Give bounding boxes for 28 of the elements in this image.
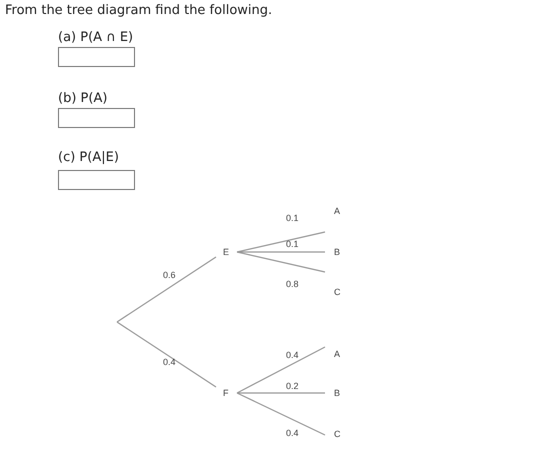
branch-line xyxy=(116,256,216,322)
probability-label: 0.4 xyxy=(163,357,176,367)
instruction-text: From the tree diagram find the following. xyxy=(5,3,272,18)
branch-label: A xyxy=(334,349,340,359)
branch-line xyxy=(237,392,325,394)
probability-label: 0.4 xyxy=(286,428,299,438)
branch-label: C xyxy=(334,287,340,297)
question-text: (a) P(A ∩ E) xyxy=(58,30,134,45)
branch-line xyxy=(237,251,325,253)
branch-label: B xyxy=(334,388,340,398)
probability-label: 0.1 xyxy=(286,239,299,249)
question-text: (b) P(A) xyxy=(58,91,108,106)
probability-label: 0.2 xyxy=(286,381,299,391)
branch-line xyxy=(236,392,326,436)
question-text: (c) P(A|E) xyxy=(58,150,119,165)
branch-line xyxy=(236,346,326,394)
branch-label: F xyxy=(223,388,228,398)
branch-label: C xyxy=(334,429,340,439)
probability-label: 0.4 xyxy=(286,350,299,360)
branch-label: B xyxy=(334,247,340,257)
probability-label: 0.8 xyxy=(286,279,299,289)
branch-line xyxy=(236,251,326,273)
probability-label: 0.1 xyxy=(286,213,299,223)
probability-label: 0.6 xyxy=(163,270,176,280)
branch-line xyxy=(116,322,216,388)
branch-line xyxy=(236,231,326,253)
branch-label: A xyxy=(334,206,340,216)
branch-label: E xyxy=(223,247,230,257)
